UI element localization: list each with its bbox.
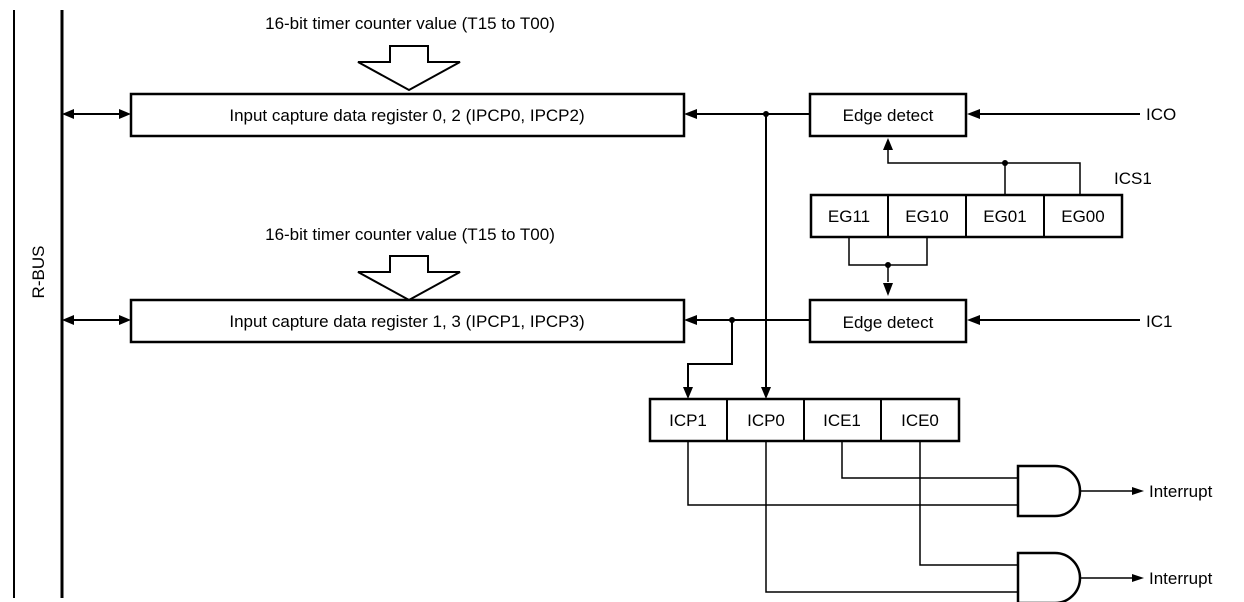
eg1-select-lines <box>848 237 928 282</box>
interrupt-label-bottom: Interrupt <box>1149 569 1213 588</box>
arrowhead <box>119 109 131 119</box>
icp1-feed-line <box>687 320 733 387</box>
arrowhead <box>62 315 74 325</box>
timer-value-label-top: 16-bit timer counter value (T15 to T00) <box>265 14 555 33</box>
interrupt-label-top: Interrupt <box>1149 482 1213 501</box>
icp1-wire <box>687 441 1018 506</box>
eg0-select-lines <box>887 150 1081 195</box>
edge-detect-top <box>808 92 968 138</box>
icp0-wire <box>765 441 1018 593</box>
arrowhead <box>684 109 697 119</box>
edge-detect-bottom-label: Edge detect <box>843 313 934 332</box>
ice1-wire <box>841 441 1018 479</box>
timer-value-arrow-bottom <box>357 255 461 302</box>
arrowhead <box>1132 574 1144 582</box>
ipcp0-ipcp2-label: Input capture data register 0, 2 (IPCP0,… <box>229 106 584 125</box>
arrowhead <box>883 283 893 296</box>
arrowhead <box>883 138 893 150</box>
ics1-bit-eg01: EG01 <box>983 207 1026 226</box>
arrowhead <box>62 109 74 119</box>
arrowhead <box>683 387 693 399</box>
arrowhead <box>119 315 131 325</box>
arrowhead <box>1132 487 1144 495</box>
ics-bit-ice1: ICE1 <box>823 411 861 430</box>
ics-bit-ice0: ICE0 <box>901 411 939 430</box>
ic0-label: ICO <box>1146 105 1176 124</box>
timer-value-label-bottom: 16-bit timer counter value (T15 to T00) <box>265 225 555 244</box>
arrowhead <box>761 387 771 399</box>
arrowhead <box>967 315 980 325</box>
ipcp0-ipcp2-register <box>129 92 686 138</box>
ics-bit-icp1: ICP1 <box>669 411 707 430</box>
ic1-label: IC1 <box>1146 312 1172 331</box>
ipcp1-ipcp3-register <box>129 298 686 344</box>
ics1-bit-eg00: EG00 <box>1061 207 1104 226</box>
ics1-bit-eg11: EG11 <box>828 207 870 226</box>
rbus-label: R-BUS <box>29 246 48 299</box>
ipcp1-ipcp3-label: Input capture data register 1, 3 (IPCP1,… <box>229 312 584 331</box>
edge-detect-top-label: Edge detect <box>843 106 934 125</box>
ics1-bit-eg10: EG10 <box>905 207 948 226</box>
ics1-label: ICS1 <box>1114 169 1152 188</box>
junction-dot <box>885 262 891 268</box>
ice0-wire <box>919 441 1018 566</box>
timer-value-arrow-top <box>357 45 461 92</box>
ics-bit-icp0: ICP0 <box>747 411 785 430</box>
and-gate-top <box>1016 464 1082 518</box>
edge-detect-bottom <box>808 298 968 344</box>
junction-dot <box>1002 160 1008 166</box>
arrowhead <box>684 315 697 325</box>
and-gate-bottom <box>1016 551 1082 602</box>
arrowhead <box>967 109 980 119</box>
